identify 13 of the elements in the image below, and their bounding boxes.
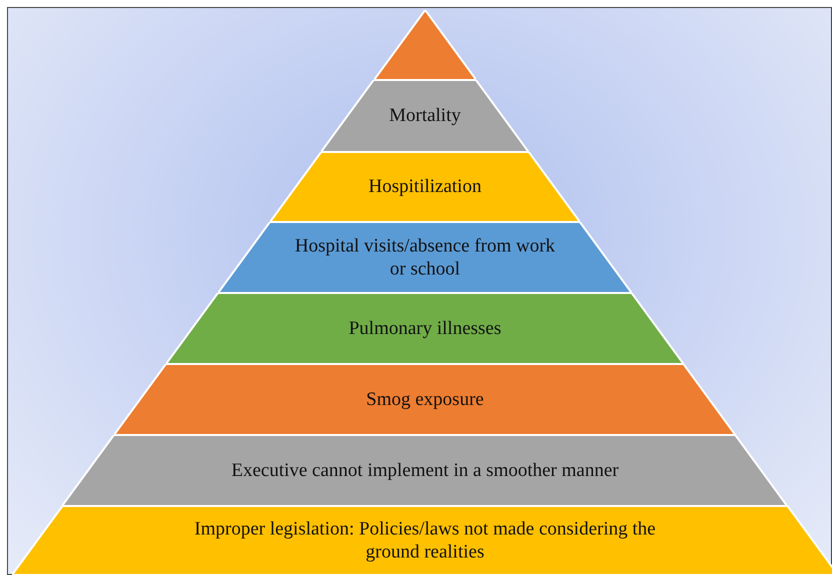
- tier-label: Executive cannot implement in a smoother manner: [230, 458, 620, 482]
- tier-label: Improper legislation: Policies/laws not made considering the ground realities: [193, 516, 657, 564]
- pyramid-tier: [218, 222, 632, 293]
- tier-label: Hospitilization: [368, 175, 482, 199]
- tier-label: Hospital visits/absence from work or school: [294, 234, 556, 282]
- pyramid-tier: [114, 364, 736, 435]
- tier-label: Pulmonary illnesses: [348, 316, 502, 340]
- tier-label: Mortality: [388, 104, 462, 128]
- pyramid-tier: [270, 152, 580, 222]
- pyramid-tier: [321, 80, 529, 152]
- pyramid-tier: [62, 435, 788, 506]
- tier-label: Smog exposure: [365, 388, 485, 412]
- pyramid-tier: [12, 506, 832, 575]
